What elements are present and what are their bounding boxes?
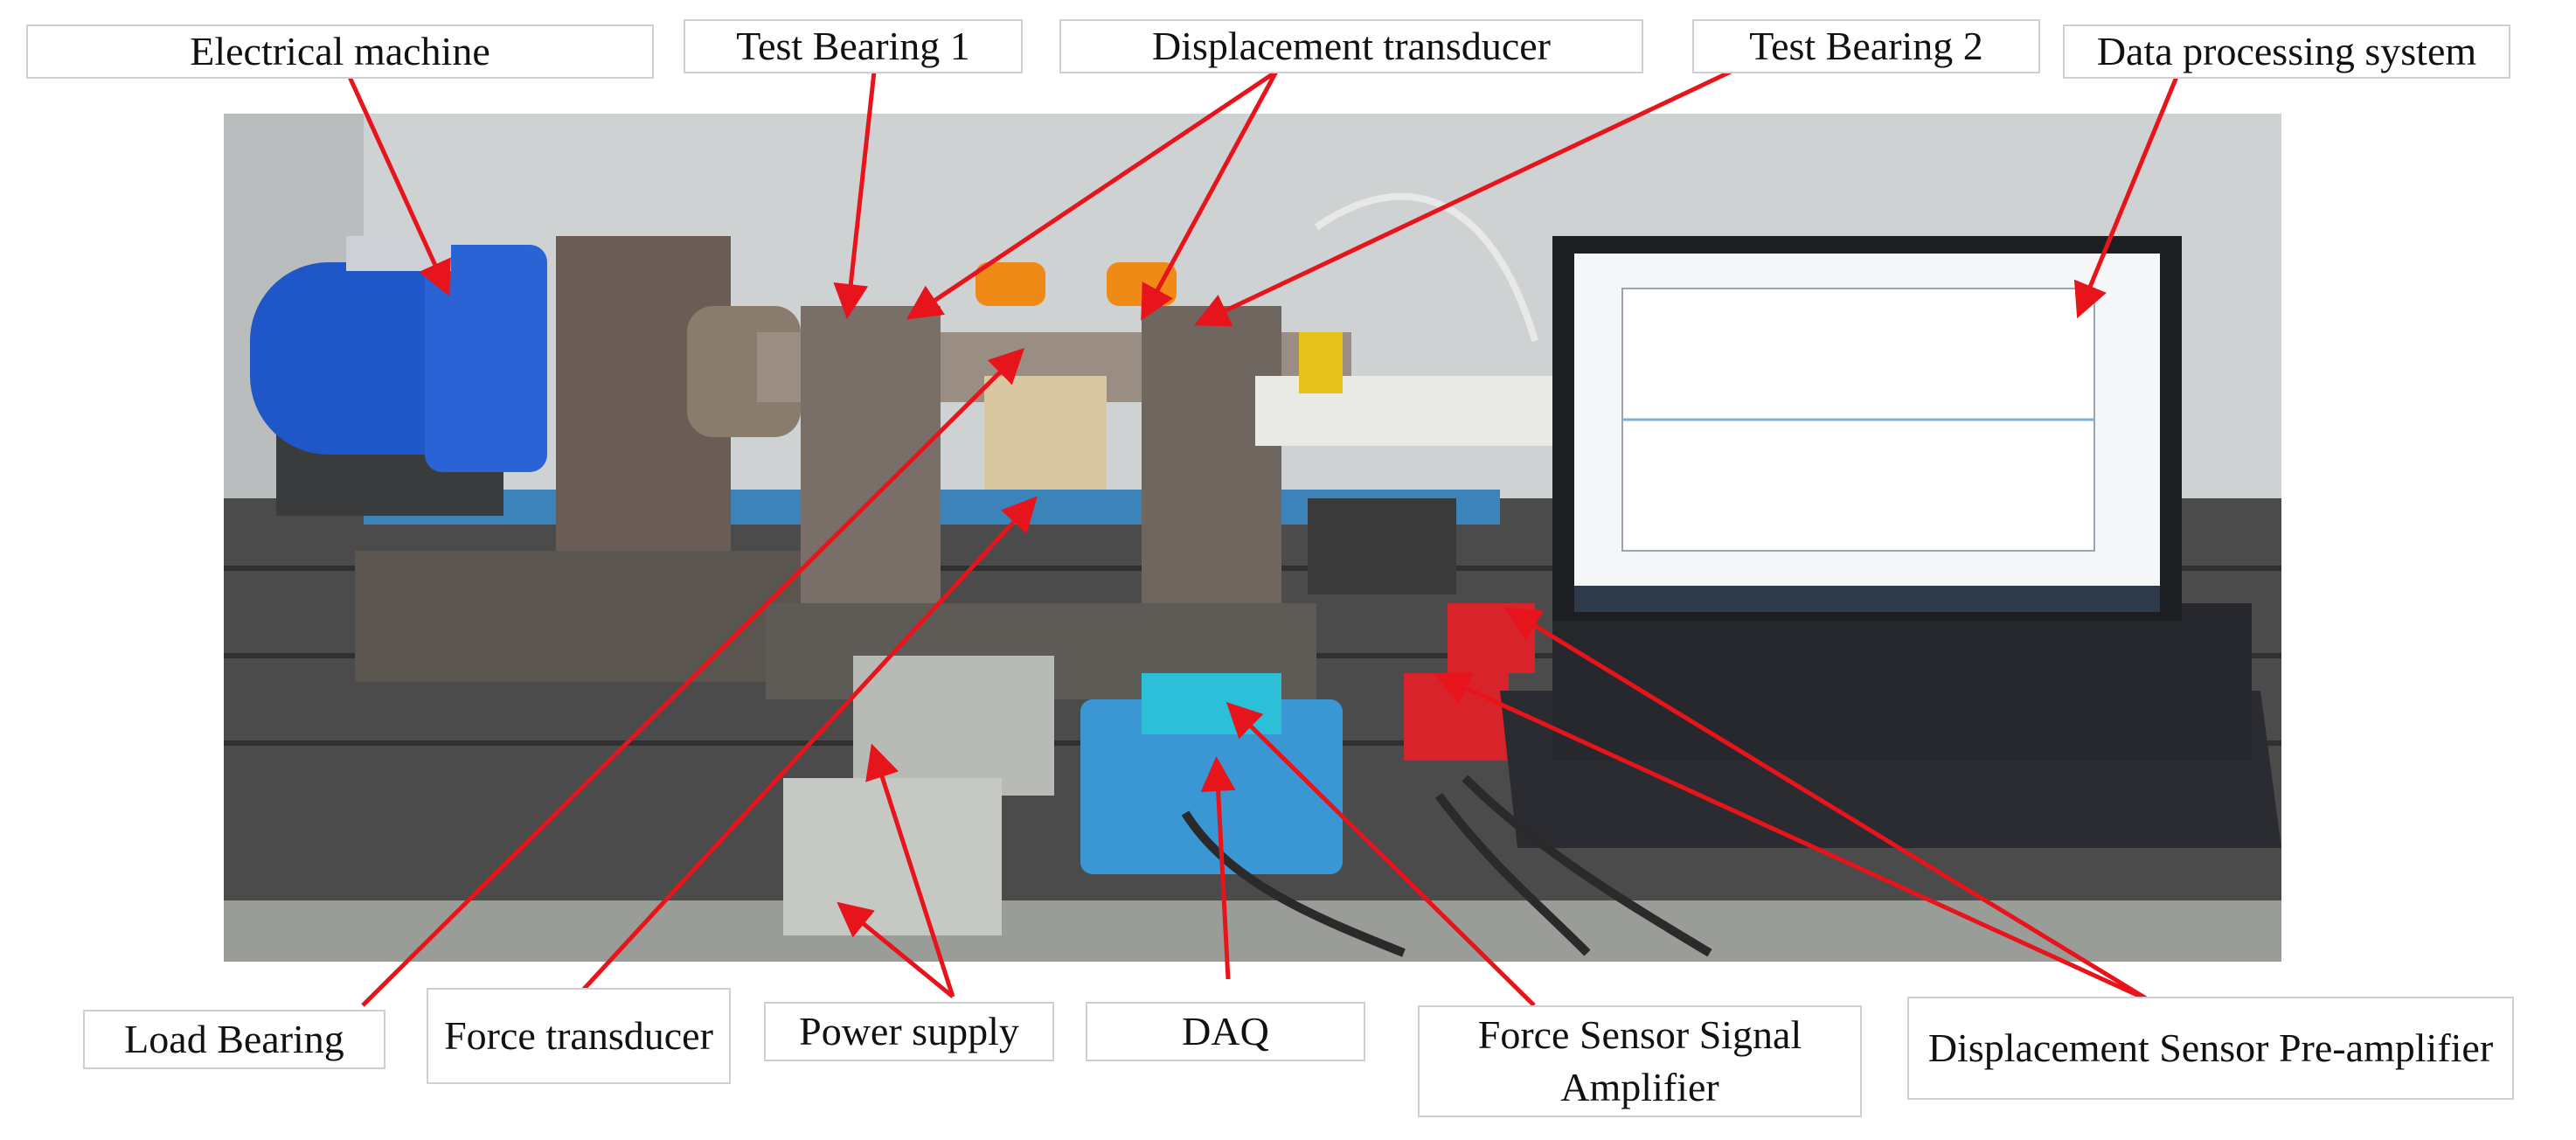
displacement-transducer-2 bbox=[1107, 262, 1177, 306]
label-data-processing-system: Data processing system bbox=[2063, 24, 2510, 79]
test-bearing-1-block bbox=[801, 306, 941, 638]
laptop bbox=[1500, 236, 2281, 848]
preamp-1 bbox=[1448, 603, 1535, 673]
label-test-bearing-1: Test Bearing 1 bbox=[684, 19, 1023, 73]
label-load-bearing: Load Bearing bbox=[83, 1010, 385, 1069]
test-bearing-2-block bbox=[1142, 306, 1281, 638]
power-supply-2 bbox=[783, 778, 1002, 935]
yellow-plug bbox=[1299, 332, 1343, 393]
bench-edge bbox=[224, 900, 2281, 962]
electrical-machine-shape bbox=[250, 236, 547, 516]
label-force-sensor-signal-amplifier: Force Sensor Signal Amplifier bbox=[1418, 1005, 1862, 1117]
label-test-bearing-2: Test Bearing 2 bbox=[1692, 19, 2040, 73]
label-electrical-machine: Electrical machine bbox=[26, 24, 654, 79]
label-daq: DAQ bbox=[1086, 1002, 1365, 1061]
load-bearing-block bbox=[984, 376, 1107, 490]
test-rig-photo bbox=[224, 114, 2281, 962]
clamp-block bbox=[1308, 498, 1456, 594]
displacement-transducer-1 bbox=[976, 262, 1045, 306]
label-power-supply: Power supply bbox=[764, 1002, 1054, 1061]
label-force-transducer: Force transducer bbox=[427, 988, 731, 1084]
power-supply-1 bbox=[853, 656, 1054, 796]
label-displacement-sensor-preamplifier: Displacement Sensor Pre-amplifier bbox=[1907, 997, 2514, 1100]
label-displacement-transducer: Displacement transducer bbox=[1059, 19, 1643, 73]
preamp-2 bbox=[1404, 673, 1509, 761]
force-amplifier-device bbox=[1142, 673, 1281, 734]
